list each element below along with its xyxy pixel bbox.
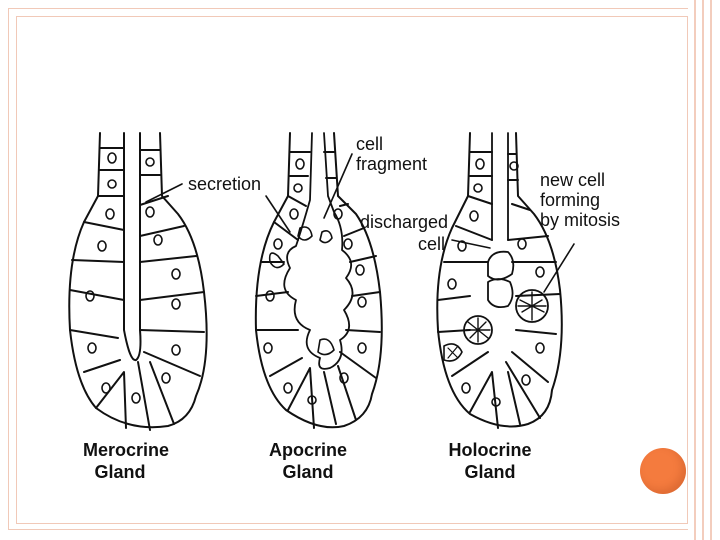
label-secretion: secretion (188, 174, 261, 194)
orange-circle-decoration (640, 448, 686, 494)
merocrine-gland-drawing (68, 132, 208, 431)
label-new-cell-line3: by mitosis (540, 210, 620, 230)
label-cell-fragment-line2: fragment (356, 154, 427, 174)
gland-title-holocrine-line1: Holocrine (448, 440, 531, 460)
gland-title-apocrine-line2: Gland (282, 462, 333, 482)
label-discharged-cell-line1: discharged (360, 212, 448, 232)
label-new-cell-line1: new cell (540, 170, 605, 190)
label-discharged-cell-line2: cell (418, 234, 445, 254)
slide-frame-inner (16, 16, 688, 524)
apocrine-gland-drawing (254, 132, 383, 429)
diagram-labels: secretion cell fragment discharged cell … (83, 134, 620, 482)
gland-title-holocrine-line2: Gland (464, 462, 515, 482)
gland-title-apocrine-line1: Apocrine (269, 440, 347, 460)
right-decorative-band (688, 0, 720, 540)
label-new-cell-line2: forming (540, 190, 600, 210)
gland-title-merocrine-line1: Merocrine (83, 440, 169, 460)
label-cell-fragment-line1: cell (356, 134, 383, 154)
holocrine-gland-drawing (436, 132, 575, 429)
gland-title-merocrine-line2: Gland (94, 462, 145, 482)
